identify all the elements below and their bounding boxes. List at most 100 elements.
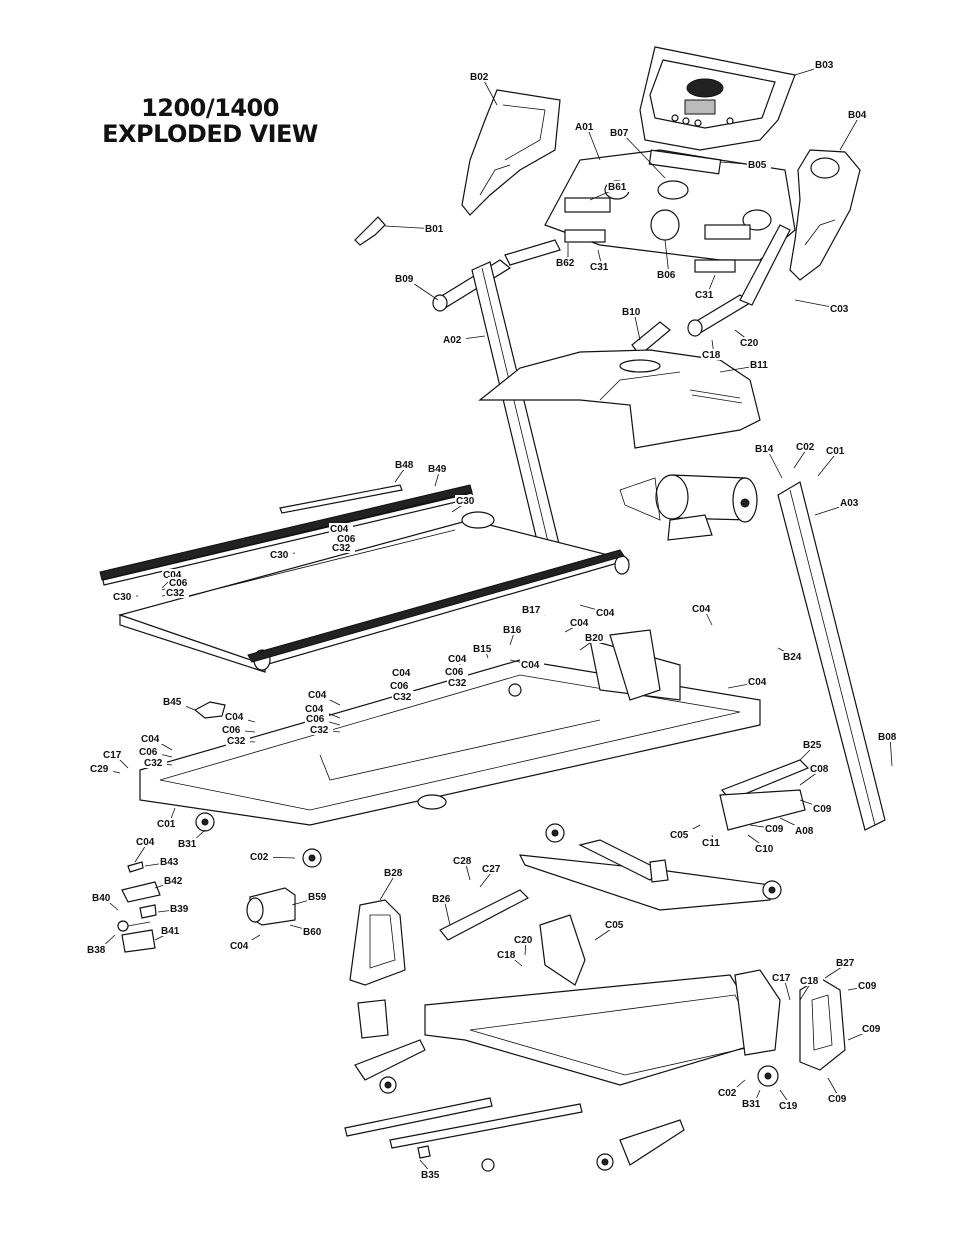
callout-bg-b39 <box>169 903 193 914</box>
part-label-c17a: C17 <box>103 750 122 761</box>
part-label-c04o: C04 <box>230 941 249 952</box>
callout-bg-c32e <box>226 735 250 746</box>
callout-bg-a01 <box>574 121 598 132</box>
callout-bg-c04h <box>391 667 415 678</box>
callout-bg-b60 <box>302 926 326 937</box>
callout-bg-c04d <box>691 603 715 614</box>
callout-bg-c17a <box>102 749 126 760</box>
part-label-b06: B06 <box>657 270 676 281</box>
part-label-c29: C29 <box>90 764 109 775</box>
callout-bg-c30a <box>455 495 479 506</box>
callout-bg-c01b <box>156 818 180 829</box>
part-label-c04h: C04 <box>392 668 411 679</box>
callout-bg-c04b <box>162 569 186 580</box>
diagram-title-model: 1200/1400 <box>141 94 279 122</box>
leader-line-b07 <box>621 132 666 179</box>
callout-bg-b05 <box>747 159 771 170</box>
base-frame <box>424 914 781 1087</box>
lift-upper-frame <box>518 823 782 911</box>
part-label-c04d: C04 <box>692 604 711 615</box>
callout-bg-a08 <box>794 825 818 836</box>
part-label-c11: C11 <box>702 838 720 849</box>
part-label-c20b: C20 <box>514 935 533 946</box>
part-label-c05b: C05 <box>605 920 624 931</box>
part-label-c05a: C05 <box>670 830 689 841</box>
callout-bg-c06d <box>389 680 413 691</box>
part-label-b11: B11 <box>750 360 768 371</box>
callout-bg-c32a <box>331 542 355 553</box>
callout-bg-c04f <box>520 659 544 670</box>
callout-bg-c09e <box>827 1093 851 1104</box>
part-label-c27: C27 <box>482 864 501 875</box>
part-label-c08: C08 <box>810 764 829 775</box>
part-label-c04l: C04 <box>305 704 324 715</box>
link-a08-b25 <box>719 759 810 831</box>
callout-bg-b38 <box>86 944 110 955</box>
part-label-c04j: C04 <box>308 690 327 701</box>
callout-bg-c06f <box>305 713 329 724</box>
part-label-c04m: C04 <box>141 734 160 745</box>
part-label-b43: B43 <box>160 857 179 868</box>
part-label-c32e: C32 <box>227 736 246 747</box>
part-label-c18a: C18 <box>702 350 721 361</box>
callout-bg-b61 <box>607 181 631 192</box>
callout-bg-c32f <box>309 724 333 735</box>
part-label-c06b: C06 <box>169 578 188 589</box>
part-label-b04: B04 <box>848 110 867 121</box>
side-rails-b48-b49 <box>99 484 474 586</box>
part-label-b03: B03 <box>815 60 834 71</box>
callout-bg-c06e <box>221 724 245 735</box>
part-label-b61: B61 <box>608 182 627 193</box>
callout-bg-c30b <box>269 549 293 560</box>
callout-bg-c09c <box>857 980 881 991</box>
part-label-b24: B24 <box>783 652 802 663</box>
callout-bg-b06 <box>656 269 680 280</box>
callout-bg-c05a <box>669 829 693 840</box>
part-label-b60: B60 <box>303 927 322 938</box>
bottom-links <box>344 1039 685 1172</box>
callout-bg-c02b <box>249 851 273 862</box>
lift-motor-b59 <box>246 887 296 926</box>
main-frame <box>139 629 761 826</box>
callout-bg-c10 <box>754 843 778 854</box>
callout-bg-c06g <box>138 746 162 757</box>
part-label-b10: B10 <box>622 307 641 318</box>
callout-bg-c09b <box>764 823 788 834</box>
callout-bg-c18a <box>701 349 725 360</box>
part-label-a02: A02 <box>443 335 462 346</box>
part-label-b41: B41 <box>161 926 180 937</box>
part-label-c06d: C06 <box>390 681 409 692</box>
callout-bg-c03 <box>829 303 853 314</box>
motor-hood-b11 <box>478 349 761 449</box>
callout-bg-c02c <box>717 1087 741 1098</box>
part-label-c32f: C32 <box>310 725 329 736</box>
part-label-c09a: C09 <box>813 804 832 815</box>
callout-bg-c04g <box>447 653 471 664</box>
leader-line-b04 <box>839 114 861 151</box>
part-label-b20: B20 <box>585 633 604 644</box>
callout-bg-b35 <box>420 1169 444 1180</box>
callout-bg-b10 <box>621 306 645 317</box>
right-console-cover-b04 <box>789 149 861 281</box>
callout-bg-c09d <box>861 1023 885 1034</box>
callout-bg-b24 <box>782 651 806 662</box>
part-label-c04i: C04 <box>748 677 767 688</box>
part-label-c32c: C32 <box>448 678 467 689</box>
callout-bg-c32c <box>447 677 471 688</box>
callout-bg-a02 <box>442 334 466 345</box>
callout-bg-b14 <box>754 443 778 454</box>
part-label-b27: B27 <box>836 958 855 969</box>
callout-bg-c30c <box>112 591 136 602</box>
callout-bg-c06c <box>444 666 468 677</box>
callout-bg-c18b <box>496 949 520 960</box>
part-label-b42: B42 <box>164 876 183 887</box>
callout-bg-b45 <box>162 696 186 707</box>
callout-bg-b59 <box>307 891 331 902</box>
part-label-a08: A08 <box>795 826 814 837</box>
callout-bg-b01 <box>424 223 448 234</box>
callout-bg-b25 <box>802 739 826 750</box>
part-label-b31a: B31 <box>178 839 197 850</box>
callout-bg-b26 <box>431 893 455 904</box>
